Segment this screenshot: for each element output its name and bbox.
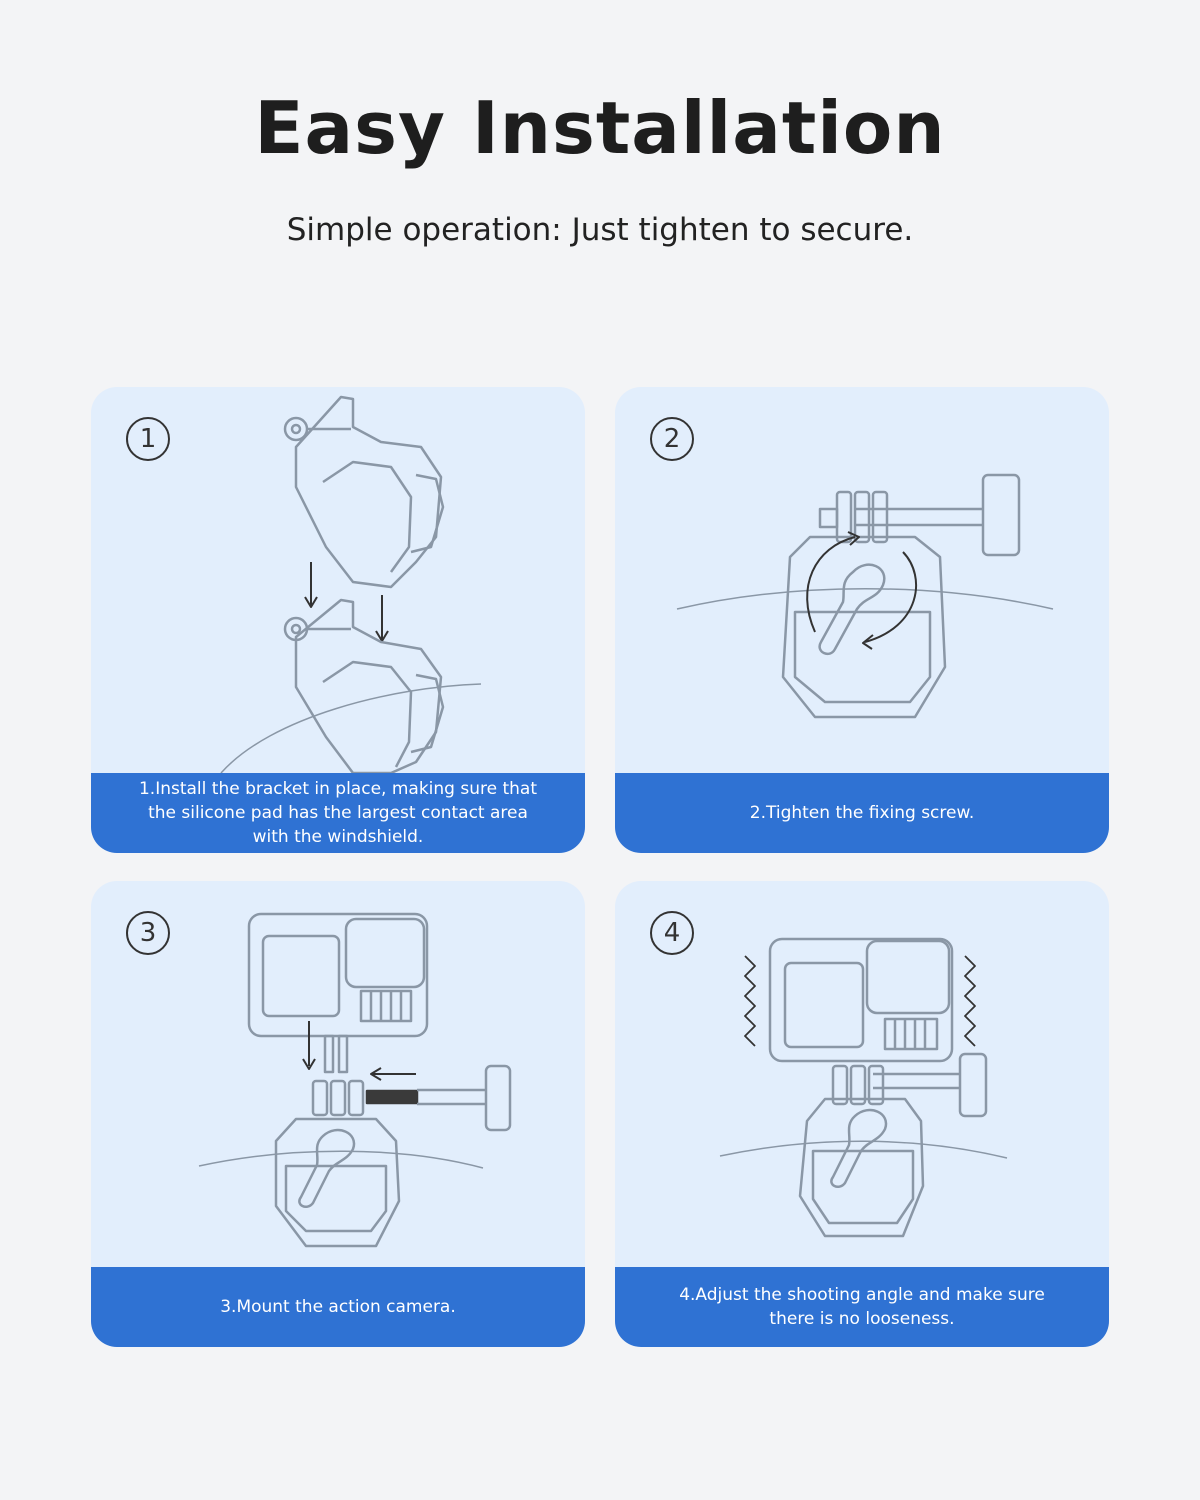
step-number-1: 1 — [126, 417, 170, 461]
step-card-1: 1 1.Install the bracket in place, making… — [91, 387, 585, 853]
bracket-install-icon — [220, 395, 482, 773]
step-number-4: 4 — [650, 911, 694, 955]
mount-camera-icon — [198, 912, 512, 1248]
adjust-angle-icon — [719, 937, 1008, 1238]
step-caption-2: 2.Tighten the fixing screw. — [615, 773, 1109, 853]
step-caption-4: 4.Adjust the shooting angle and make sur… — [615, 1267, 1109, 1347]
step-caption-1: 1.Install the bracket in place, making s… — [91, 773, 585, 853]
step-card-4: 4 4.Adjust the shooting angle and make s… — [615, 881, 1109, 1347]
page-title: Easy Installation — [254, 86, 946, 170]
step-number-2: 2 — [650, 417, 694, 461]
step-number-3: 3 — [126, 911, 170, 955]
page-subtitle: Simple operation: Just tighten to secure… — [286, 212, 914, 248]
step-caption-3: 3.Mount the action camera. — [91, 1267, 585, 1347]
step-card-3: 3 3.Mount the action camera. — [91, 881, 585, 1347]
tighten-screw-icon — [676, 473, 1054, 719]
step-card-2: 2 2.Tighten the fixing screw. — [615, 387, 1109, 853]
